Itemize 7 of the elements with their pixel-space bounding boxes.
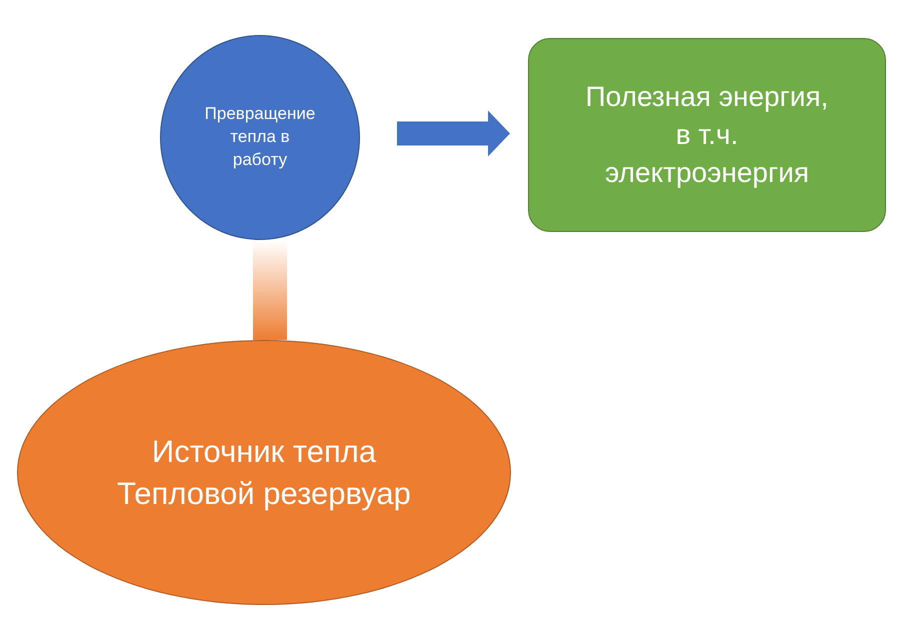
node-label: Полезная энергия, в т.ч. электроэнергия bbox=[584, 80, 830, 190]
result-box bbox=[528, 38, 886, 232]
connector-bar bbox=[253, 240, 287, 340]
node-label: Превращение тепла в работу bbox=[204, 103, 316, 171]
node-label: Тепловой резервуар bbox=[117, 474, 411, 512]
block-arrow bbox=[397, 110, 510, 156]
node-label: Источник тепла bbox=[152, 432, 376, 471]
